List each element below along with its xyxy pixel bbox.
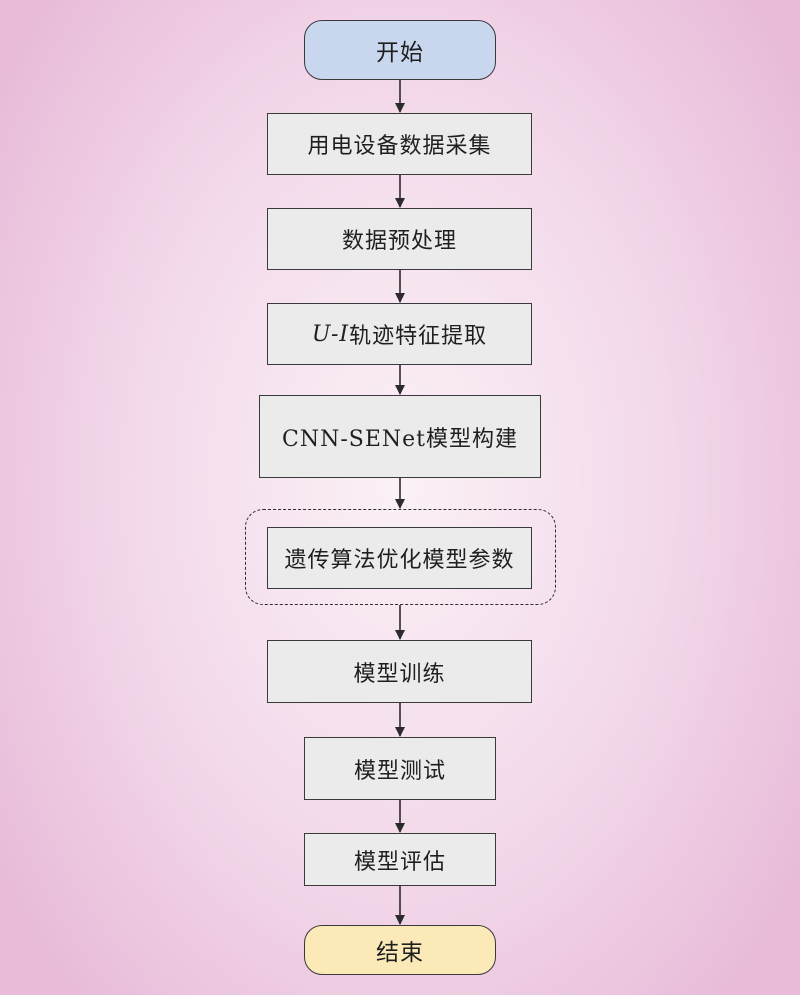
start-node: 开始 [304,20,496,80]
step-evaluation: 模型评估 [304,833,496,886]
step-ga-optimization-label: 遗传算法优化模型参数 [284,548,515,573]
start-label: 开始 [376,40,424,66]
optimization-group-frame [245,509,556,605]
end-node: 结束 [304,925,496,975]
step-training-label: 模型训练 [353,661,446,687]
ui-prefix: U-I [311,321,350,347]
step-preprocessing: 数据预处理 [267,208,532,270]
step-preprocessing-label: 数据预处理 [341,229,457,254]
step-testing-label: 模型测试 [353,758,446,784]
end-label: 结束 [376,940,424,966]
step-evaluation-label: 模型评估 [353,849,446,875]
step-model-build: CNN-SENet模型构建 [259,395,541,478]
step-data-collection: 用电设备数据采集 [267,113,532,175]
step-training: 模型训练 [267,640,532,703]
step-feature-extraction-label: 轨迹特征提取 [349,324,488,349]
step-model-build-label: CNN-SENet模型构建 [281,426,518,452]
step-testing: 模型测试 [304,737,496,800]
step-data-collection-label: 用电设备数据采集 [307,134,492,159]
step-ga-optimization: 遗传算法优化模型参数 [267,527,532,589]
